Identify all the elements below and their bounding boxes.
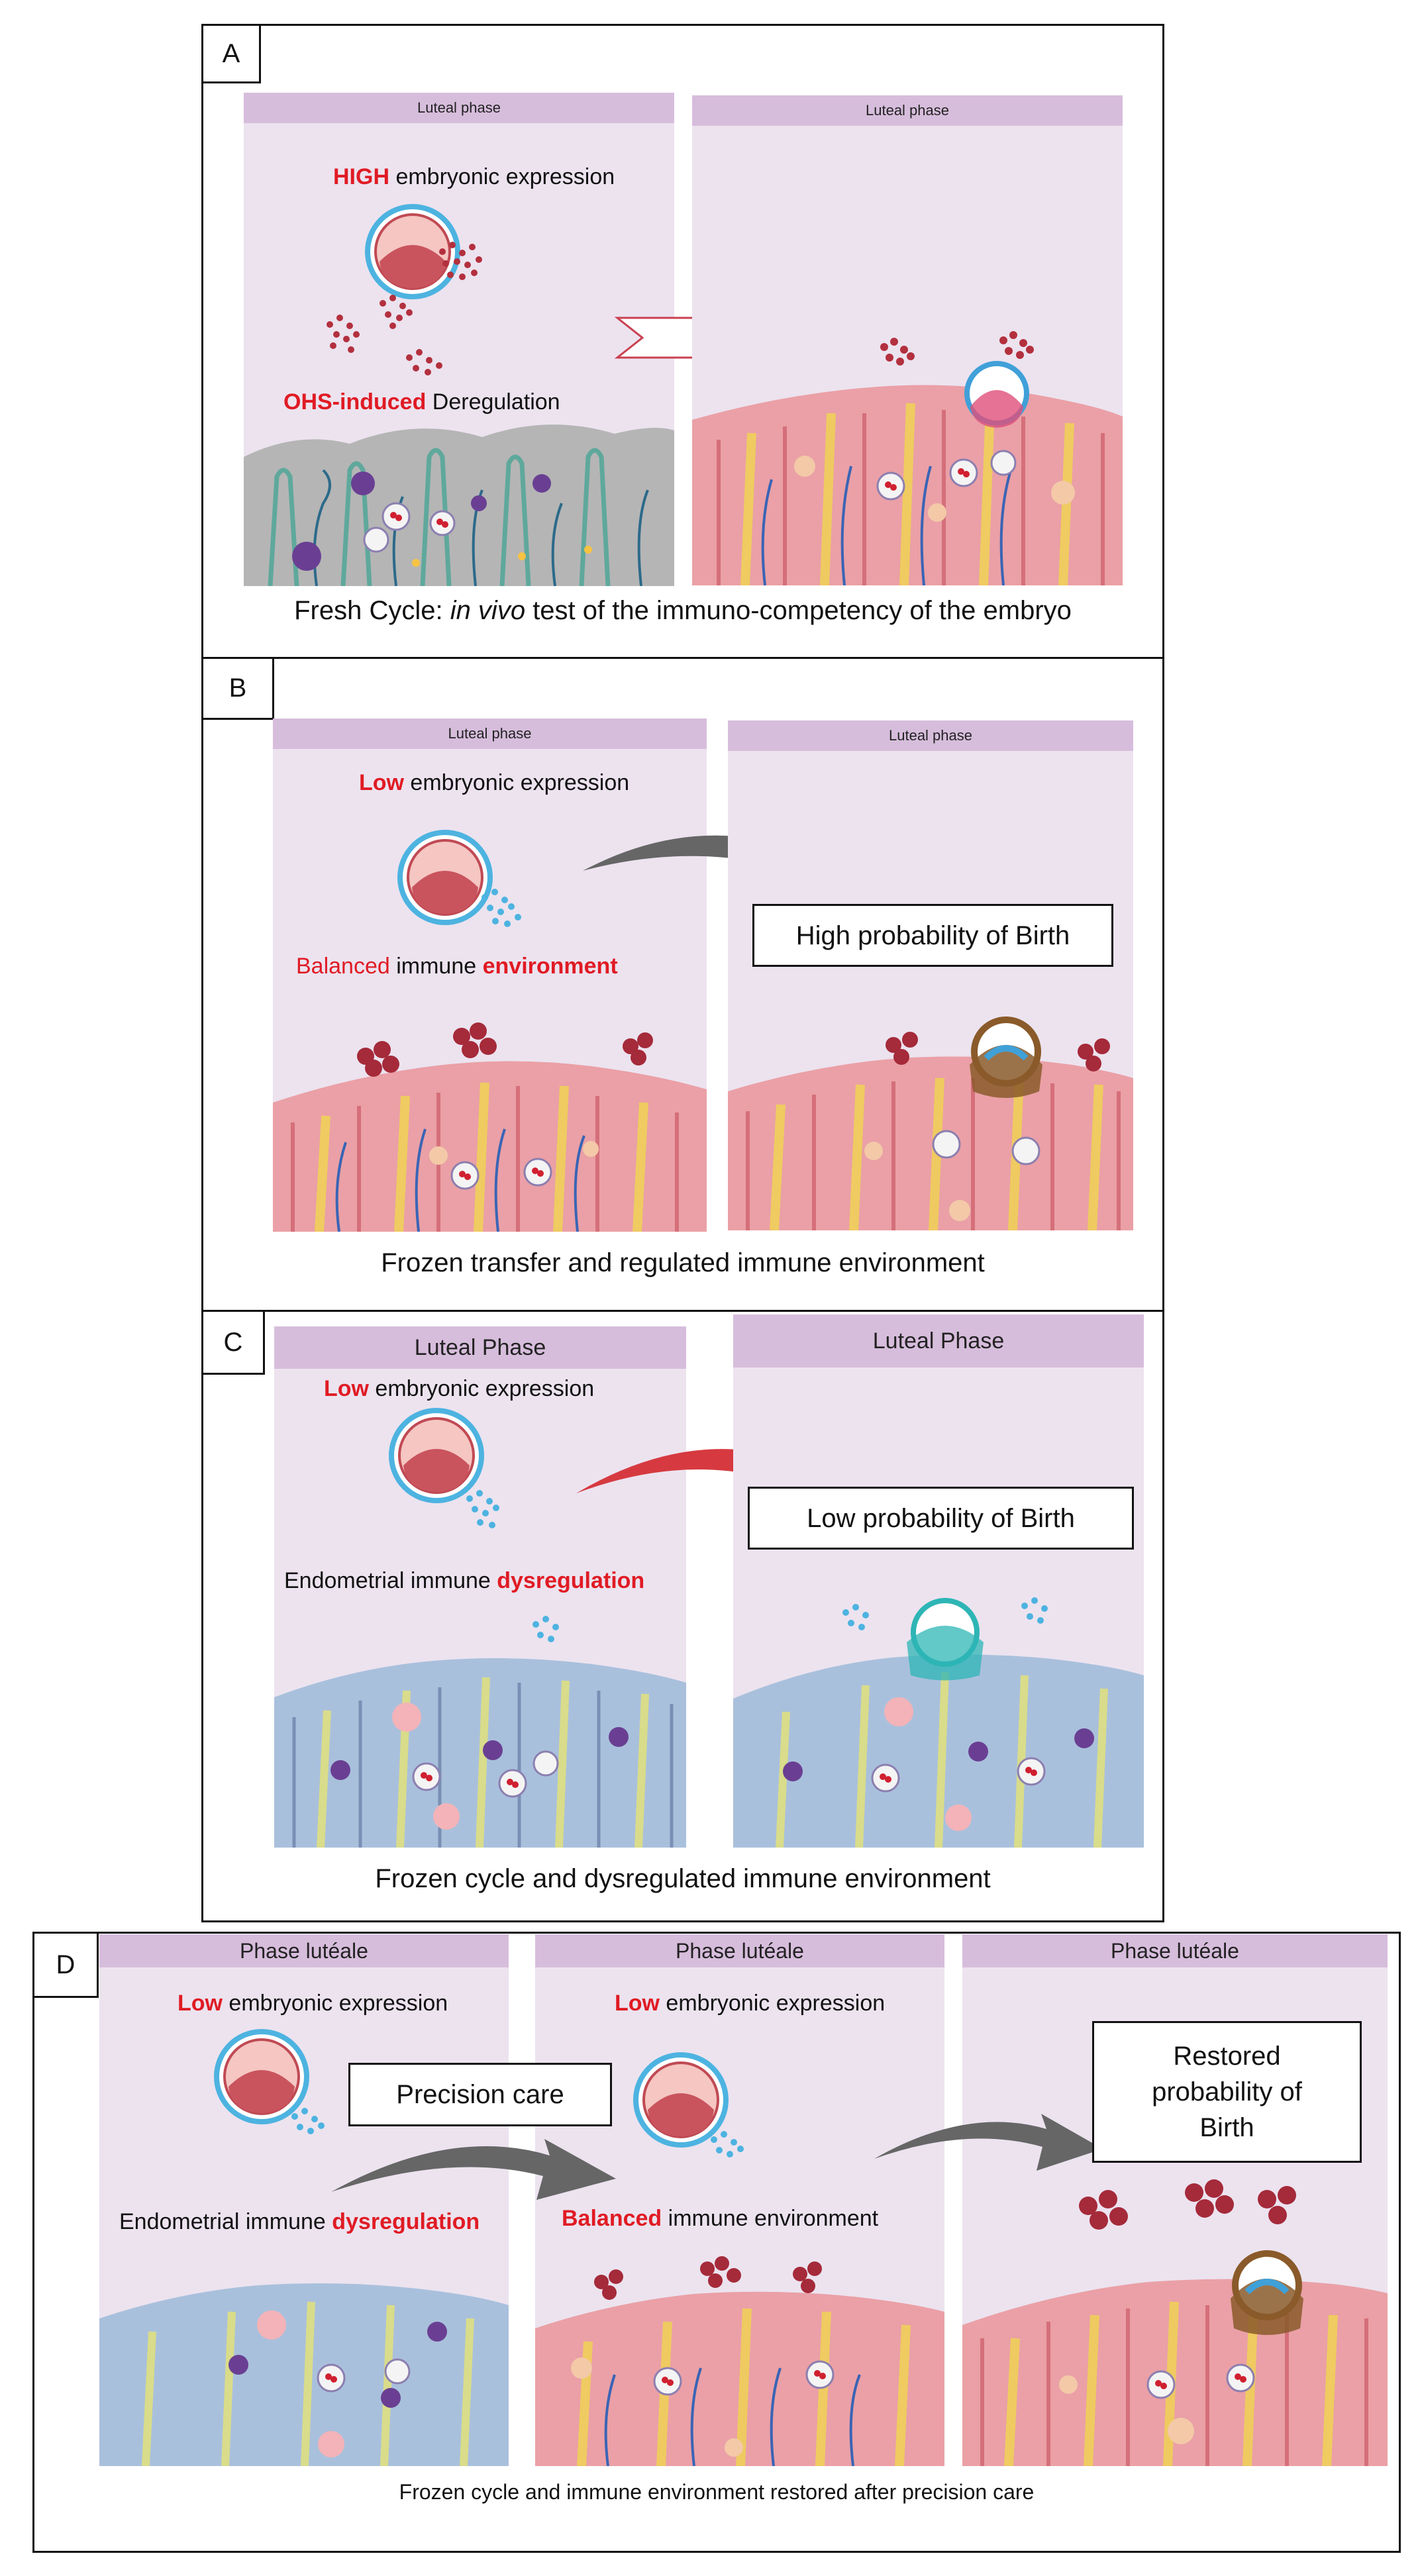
panel-c-caption: Frozen cycle and dysregulated immune env… [375,1864,991,1893]
endometrium-blue [274,1616,686,1848]
endometrium-pink [273,1022,707,1232]
phase-header: Luteal phase [692,95,1123,126]
dysregulation-label: Endometrial immune dysregulation [119,2209,480,2234]
endometrium-blue [99,2283,509,2466]
endometrium-pink [535,2256,944,2466]
phase-header: Luteal Phase [733,1314,1144,1367]
panel-c-right: Luteal Phase [733,1314,1144,1848]
restored-birth-label: Restored probability of Birth [1092,2021,1362,2163]
restored-line-1: Restored [1173,2042,1281,2071]
panel-b-left: Luteal phase Low embryonic expression Ba… [273,718,707,1232]
phase-header: Luteal phase [244,93,674,123]
restored-line-2: probability of [1152,2077,1302,2106]
expression-label: Low embryonic expression [615,1991,886,2016]
phase-header: Phase lutéale [535,1934,944,1967]
panel-b-right: Luteal phase [728,720,1133,1230]
dysregulation-label: Endometrial immune dysregulation [284,1568,645,1593]
panel-d-col3: Phase lutéale [962,1934,1388,2466]
failed-implantation-scene [733,1597,1144,1848]
panel-a-letter: A [201,24,261,83]
phase-header: Luteal Phase [274,1326,686,1369]
panel-d-col2: Phase lutéale Low embryonic expression B… [535,1934,944,2466]
balanced-label: Balanced immune environment [562,2206,879,2231]
signal-dots-low [466,1490,499,1528]
panel-a-caption: Fresh Cycle: in vivo test of the immuno-… [294,596,1072,625]
signal-dots-high [327,242,482,375]
panel-d-letter: D [32,1932,99,1998]
blastocyst-icon [633,2052,729,2148]
panel-b-letter: B [201,657,274,720]
restore-grey-arrow [874,2114,1103,2171]
deregulation-label: OHS-induced Deregulation [283,389,560,415]
signal-dots-low [482,889,521,927]
panel-a-left: Luteal phase HIGH embryonic expression O… [244,93,674,586]
outcome-low-birth: Low probability of Birth [748,1487,1134,1550]
phase-header: Luteal phase [273,718,707,749]
expression-label: HIGH embryonic expression [333,164,615,189]
signal-dots-low [711,2131,744,2157]
outcome-high-birth: High probability of Birth [752,904,1113,967]
blastocyst-icon [214,2029,309,2124]
implantation-scene [692,331,1123,585]
phase-header: Luteal phase [728,720,1133,751]
restored-implantation-scene [962,2179,1388,2466]
precision-care-label: Precision care [348,2063,612,2126]
environment-label: Balanced immune environment [296,954,618,979]
panel-d-col1: Phase lutéale Low embryonic expression E… [99,1934,509,2466]
implantation-scene [728,1016,1133,1230]
precision-grey-arrow [331,2139,616,2200]
panel-c-left: Luteal Phase Low embryonic expression En… [274,1326,686,1848]
panel-c-letter: C [201,1310,265,1375]
panel-a-right: Luteal phase [692,95,1123,585]
expression-label: Low embryonic expression [324,1376,595,1401]
endometrium-grey [244,424,674,586]
phase-header: Phase lutéale [99,1934,509,1967]
blastocyst-icon [397,830,493,925]
blastocyst-icon [365,204,460,299]
panel-b-caption: Frozen transfer and regulated immune env… [381,1248,985,1277]
restored-line-3: Birth [1199,2113,1254,2142]
expression-label: Low embryonic expression [359,770,630,795]
expression-label: Low embryonic expression [178,1991,448,2016]
signal-dots-low [291,2108,325,2134]
phase-header: Phase lutéale [962,1934,1388,1967]
panel-d-caption: Frozen cycle and immune environment rest… [399,2480,1035,2504]
blastocyst-icon [389,1408,484,1503]
